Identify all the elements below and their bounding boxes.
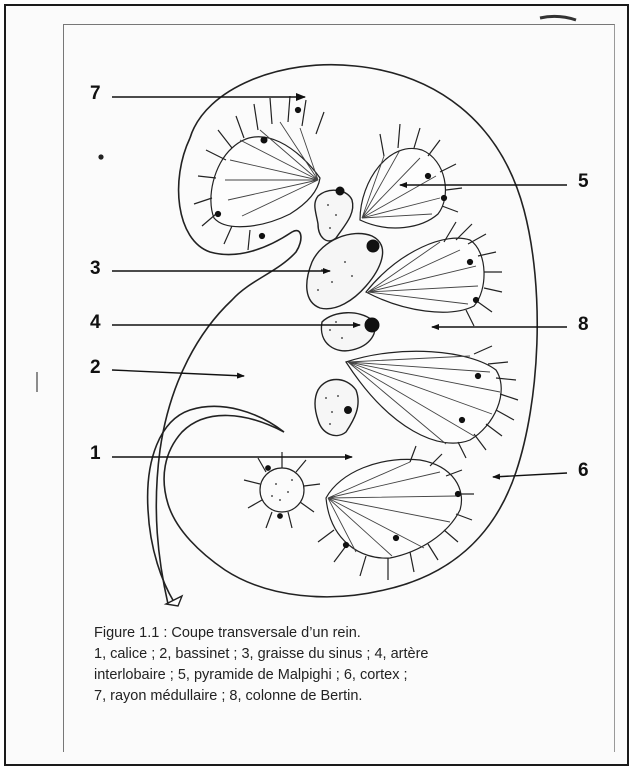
sinus-fat-group — [307, 190, 383, 435]
label-colonne-bertin: 8 — [578, 315, 589, 334]
label-rayon-medullaire: 7 — [90, 84, 101, 103]
caption-legend-line: 7, rayon médullaire ; 8, colonne de Bert… — [94, 686, 594, 707]
caption-legend-line: interlobaire ; 5, pyramide de Malpighi ;… — [94, 665, 594, 686]
label-calice: 1 — [90, 444, 101, 463]
sinus-fat-blob — [315, 380, 358, 436]
ink-dot — [98, 154, 103, 159]
ureter-end — [166, 596, 182, 606]
caption-title: Figure 1.1 : Coupe transversale d’un rei… — [94, 623, 594, 644]
ink-mark — [540, 16, 576, 20]
leader-line-2 — [112, 370, 244, 376]
label-bassinet: 2 — [90, 358, 101, 377]
sinus-fat-blob — [321, 313, 374, 351]
label-cortex: 6 — [578, 461, 589, 480]
figure-caption: Figure 1.1 : Coupe transversale d’un rei… — [94, 623, 594, 707]
caption-legend-line: 1, calice ; 2, bassinet ; 3, graisse du … — [94, 644, 594, 665]
leader-line-6 — [493, 473, 567, 477]
pyramid-upper-right — [360, 148, 445, 228]
label-pyramide-malpighi: 5 — [578, 172, 589, 191]
sinus-fat-blob — [315, 190, 353, 241]
pyramid-middle — [366, 238, 484, 312]
label-artere-interlobaire: 4 — [90, 313, 101, 332]
pyramid-lower — [346, 351, 501, 444]
label-graisse-sinus: 3 — [90, 259, 101, 278]
